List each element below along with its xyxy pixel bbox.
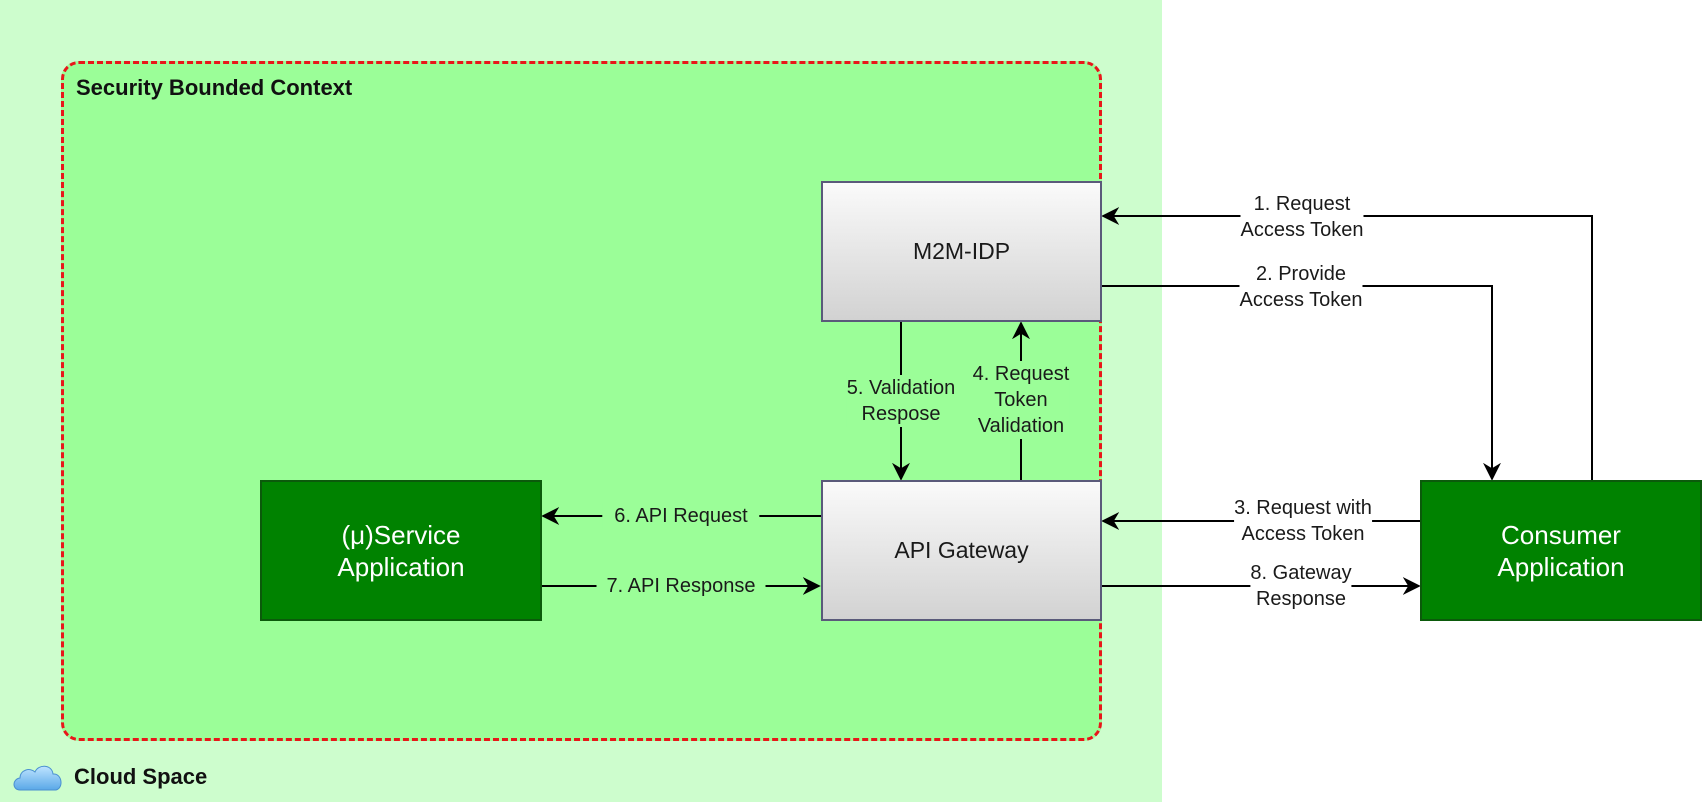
service-application-node[interactable]: (μ)Service Application xyxy=(260,480,542,621)
edge-label-3-line2: Access Token xyxy=(1241,523,1365,545)
edge-label-1-line2: Access Token xyxy=(1240,219,1364,241)
consumer-application-node[interactable]: Consumer Application xyxy=(1420,480,1702,621)
m2m-idp-label: M2M-IDP xyxy=(912,238,1011,264)
edge-label-8-line2: Response xyxy=(1255,588,1347,610)
edge-label-6: 6. API Request xyxy=(602,503,760,529)
edge-label-2-line1: 2. Provide xyxy=(1255,263,1347,285)
edge-label-7: 7. API Response xyxy=(596,573,766,599)
service-label-line1: (μ)Service xyxy=(341,519,461,550)
edge-label-3: 3. Request with Access Token xyxy=(1234,495,1372,547)
service-label-line2: Application xyxy=(337,551,465,582)
edge-label-5-line1: 5. Validation xyxy=(846,377,956,399)
edge-label-4-line2: Token xyxy=(994,389,1048,411)
edge-label-1: 1. Request Access Token xyxy=(1240,191,1364,243)
edge-label-8: 8. Gateway Response xyxy=(1250,560,1352,612)
edge-label-4: 4. Request Token Validation xyxy=(972,361,1070,439)
api-gateway-label: API Gateway xyxy=(894,537,1029,563)
edge-label-3-line1: 3. Request with xyxy=(1234,497,1372,519)
cloud-icon xyxy=(13,765,62,791)
edge-label-8-line1: 8. Gateway xyxy=(1250,562,1352,584)
edge-label-7-text: 7. API Response xyxy=(606,575,756,597)
edge-label-2: 2. Provide Access Token xyxy=(1239,261,1363,313)
context-title: Security Bounded Context xyxy=(76,75,353,100)
m2m-idp-node[interactable]: M2M-IDP xyxy=(821,181,1102,322)
edge-label-5-line2: Respose xyxy=(861,403,941,425)
edge-request-access-token xyxy=(1101,207,1593,480)
api-gateway-node[interactable]: API Gateway xyxy=(821,480,1102,621)
edge-label-6-text: 6. API Request xyxy=(614,505,748,527)
edge-label-2-line2: Access Token xyxy=(1239,289,1363,311)
consumer-label-line2: Application xyxy=(1497,551,1625,582)
edge-label-4-line1: 4. Request xyxy=(972,363,1070,385)
edge-label-4-line3: Validation xyxy=(977,415,1065,437)
edge-provide-access-token xyxy=(1102,285,1501,481)
consumer-label-line1: Consumer xyxy=(1501,519,1621,550)
edge-label-1-line1: 1. Request xyxy=(1253,193,1351,215)
cloud-space-label: Cloud Space xyxy=(74,764,208,789)
edge-label-5: 5. Validation Respose xyxy=(846,375,956,427)
